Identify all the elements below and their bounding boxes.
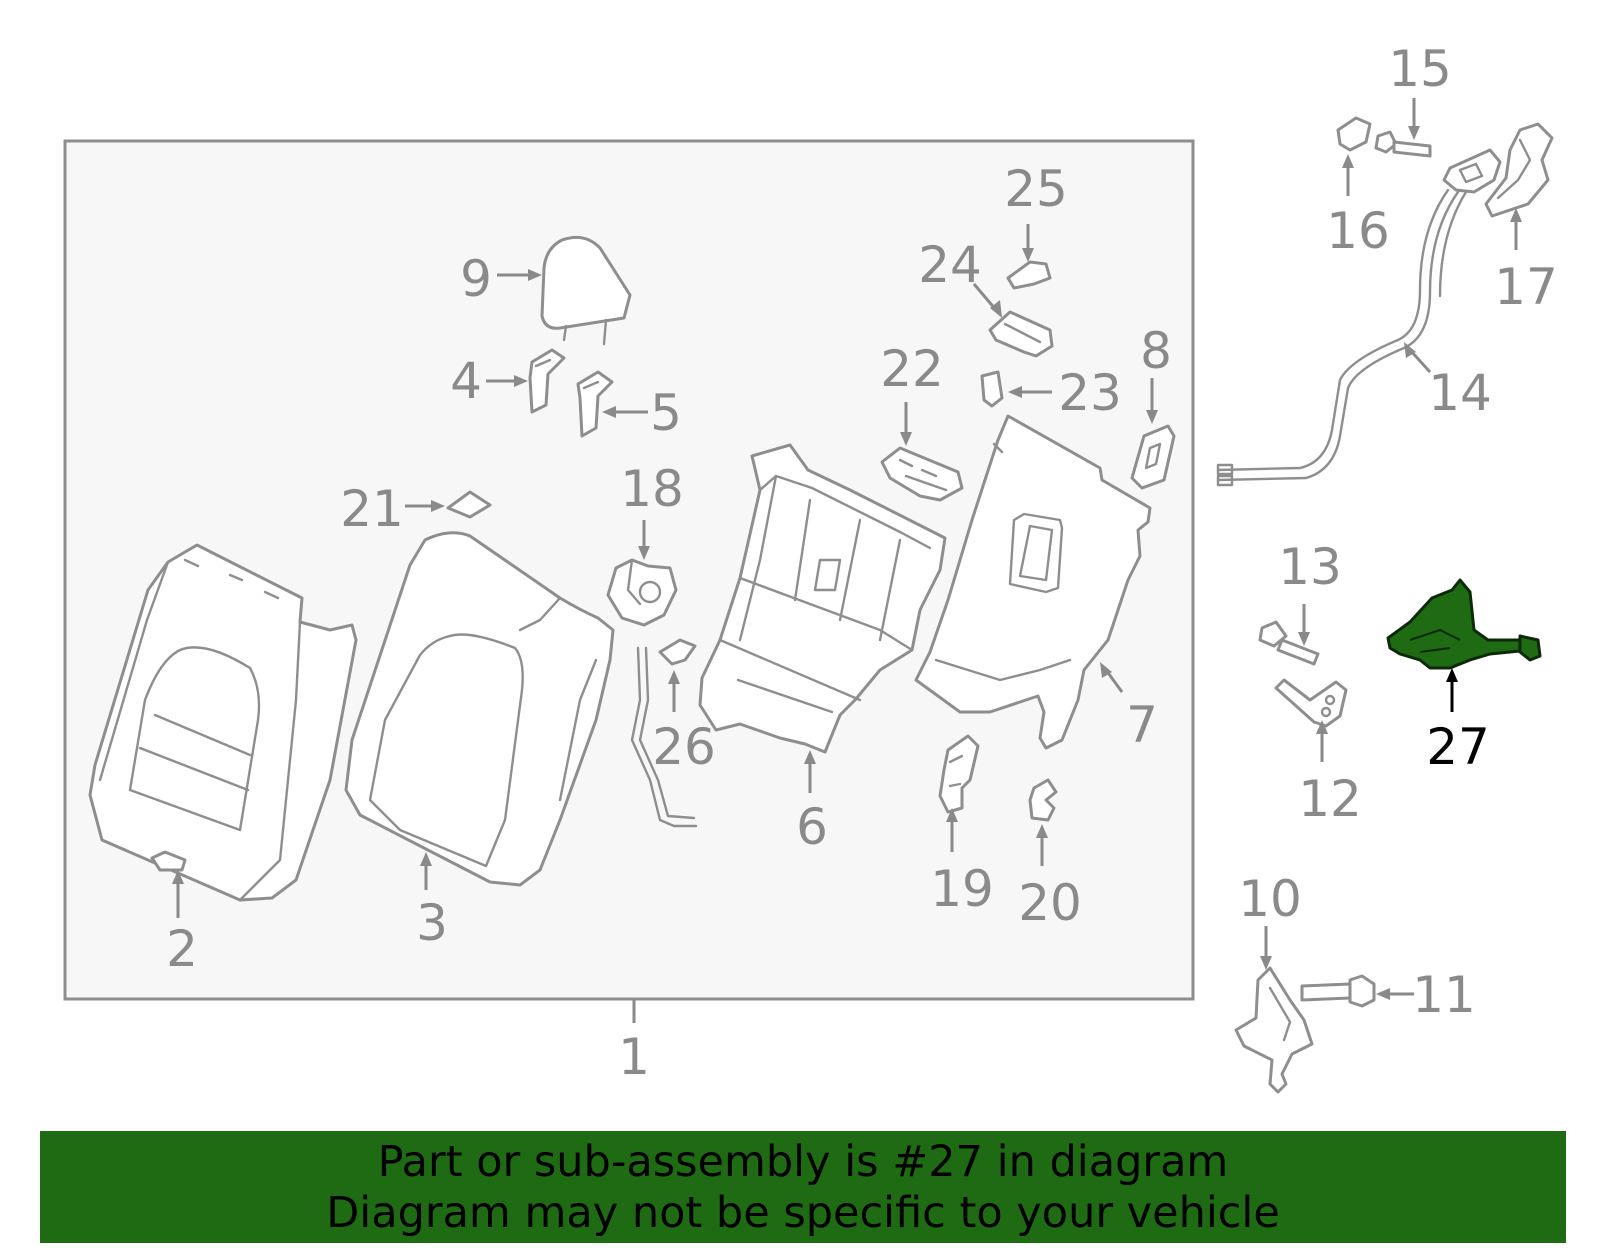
part-12-bracket[interactable]: [1274, 678, 1348, 728]
part-21-clip[interactable]: [446, 490, 492, 519]
part-6-seat-back-frame[interactable]: [698, 443, 947, 754]
part-2-seat-back-cover[interactable]: [88, 543, 358, 902]
callout-3[interactable]: 3: [416, 894, 448, 952]
callout-6[interactable]: 6: [796, 798, 828, 856]
part-25-cap[interactable]: [1006, 260, 1052, 290]
callout-10[interactable]: 10: [1238, 870, 1302, 928]
callout-17[interactable]: 17: [1494, 258, 1558, 316]
part-3-seat-back-pad[interactable]: [344, 531, 615, 887]
banner-line-part: Part or sub-assembly is #27 in diagram: [377, 1137, 1229, 1187]
callout-9[interactable]: 9: [460, 250, 492, 308]
callout-27-highlighted[interactable]: 27: [1426, 718, 1490, 776]
part-20-clip[interactable]: [1028, 778, 1058, 822]
part-27-highlighted[interactable]: [1386, 578, 1542, 670]
part-10-bracket[interactable]: [1234, 966, 1314, 1094]
callout-20[interactable]: 20: [1018, 874, 1082, 932]
banner-line-disclaimer: Diagram may not be specific to your vehi…: [326, 1188, 1280, 1238]
callout-2[interactable]: 2: [166, 920, 198, 978]
callout-25[interactable]: 25: [1004, 160, 1068, 218]
callout-12[interactable]: 12: [1298, 770, 1362, 828]
part-17-bracket[interactable]: [1484, 122, 1554, 218]
callout-23[interactable]: 23: [1058, 364, 1122, 422]
part-14-cable[interactable]: [1216, 148, 1502, 487]
part-22-bracket[interactable]: [880, 446, 964, 502]
callout-5[interactable]: 5: [650, 384, 682, 442]
part-13-bolt[interactable]: [1258, 620, 1320, 666]
part-23-clip[interactable]: [980, 370, 1004, 408]
callout-11[interactable]: 11: [1412, 966, 1476, 1024]
part-4-headrest-guide[interactable]: [528, 348, 566, 414]
part-16-cap[interactable]: [1336, 116, 1372, 152]
part-5-headrest-guide[interactable]: [576, 370, 614, 438]
callout-1[interactable]: 1: [618, 1028, 650, 1086]
callout-19[interactable]: 19: [930, 860, 994, 918]
part-18-latch[interactable]: [606, 558, 678, 627]
part-15-bolt[interactable]: [1374, 130, 1432, 158]
info-banner: Part or sub-assembly is #27 in diagram D…: [40, 1131, 1566, 1243]
part-24-bracket[interactable]: [988, 310, 1054, 358]
callout-26[interactable]: 26: [652, 718, 716, 776]
callout-18[interactable]: 18: [620, 460, 684, 518]
part-26-bracket[interactable]: [658, 638, 697, 666]
part-8-cover[interactable]: [1130, 424, 1176, 490]
callout-14[interactable]: 14: [1428, 364, 1492, 422]
callout-24[interactable]: 24: [918, 236, 982, 294]
callout-13[interactable]: 13: [1278, 538, 1342, 596]
part-7-back-panel[interactable]: [914, 414, 1152, 750]
callout-4[interactable]: 4: [450, 352, 482, 410]
callout-21[interactable]: 21: [340, 480, 404, 538]
callout-7[interactable]: 7: [1126, 696, 1158, 754]
callout-16[interactable]: 16: [1326, 202, 1390, 260]
part-19-bracket[interactable]: [938, 734, 980, 814]
part-11-bolt[interactable]: [1300, 974, 1376, 1008]
part-9-headrest[interactable]: [540, 235, 632, 346]
callout-22[interactable]: 22: [880, 340, 944, 398]
callout-15[interactable]: 15: [1388, 40, 1452, 98]
callout-8[interactable]: 8: [1140, 322, 1172, 380]
